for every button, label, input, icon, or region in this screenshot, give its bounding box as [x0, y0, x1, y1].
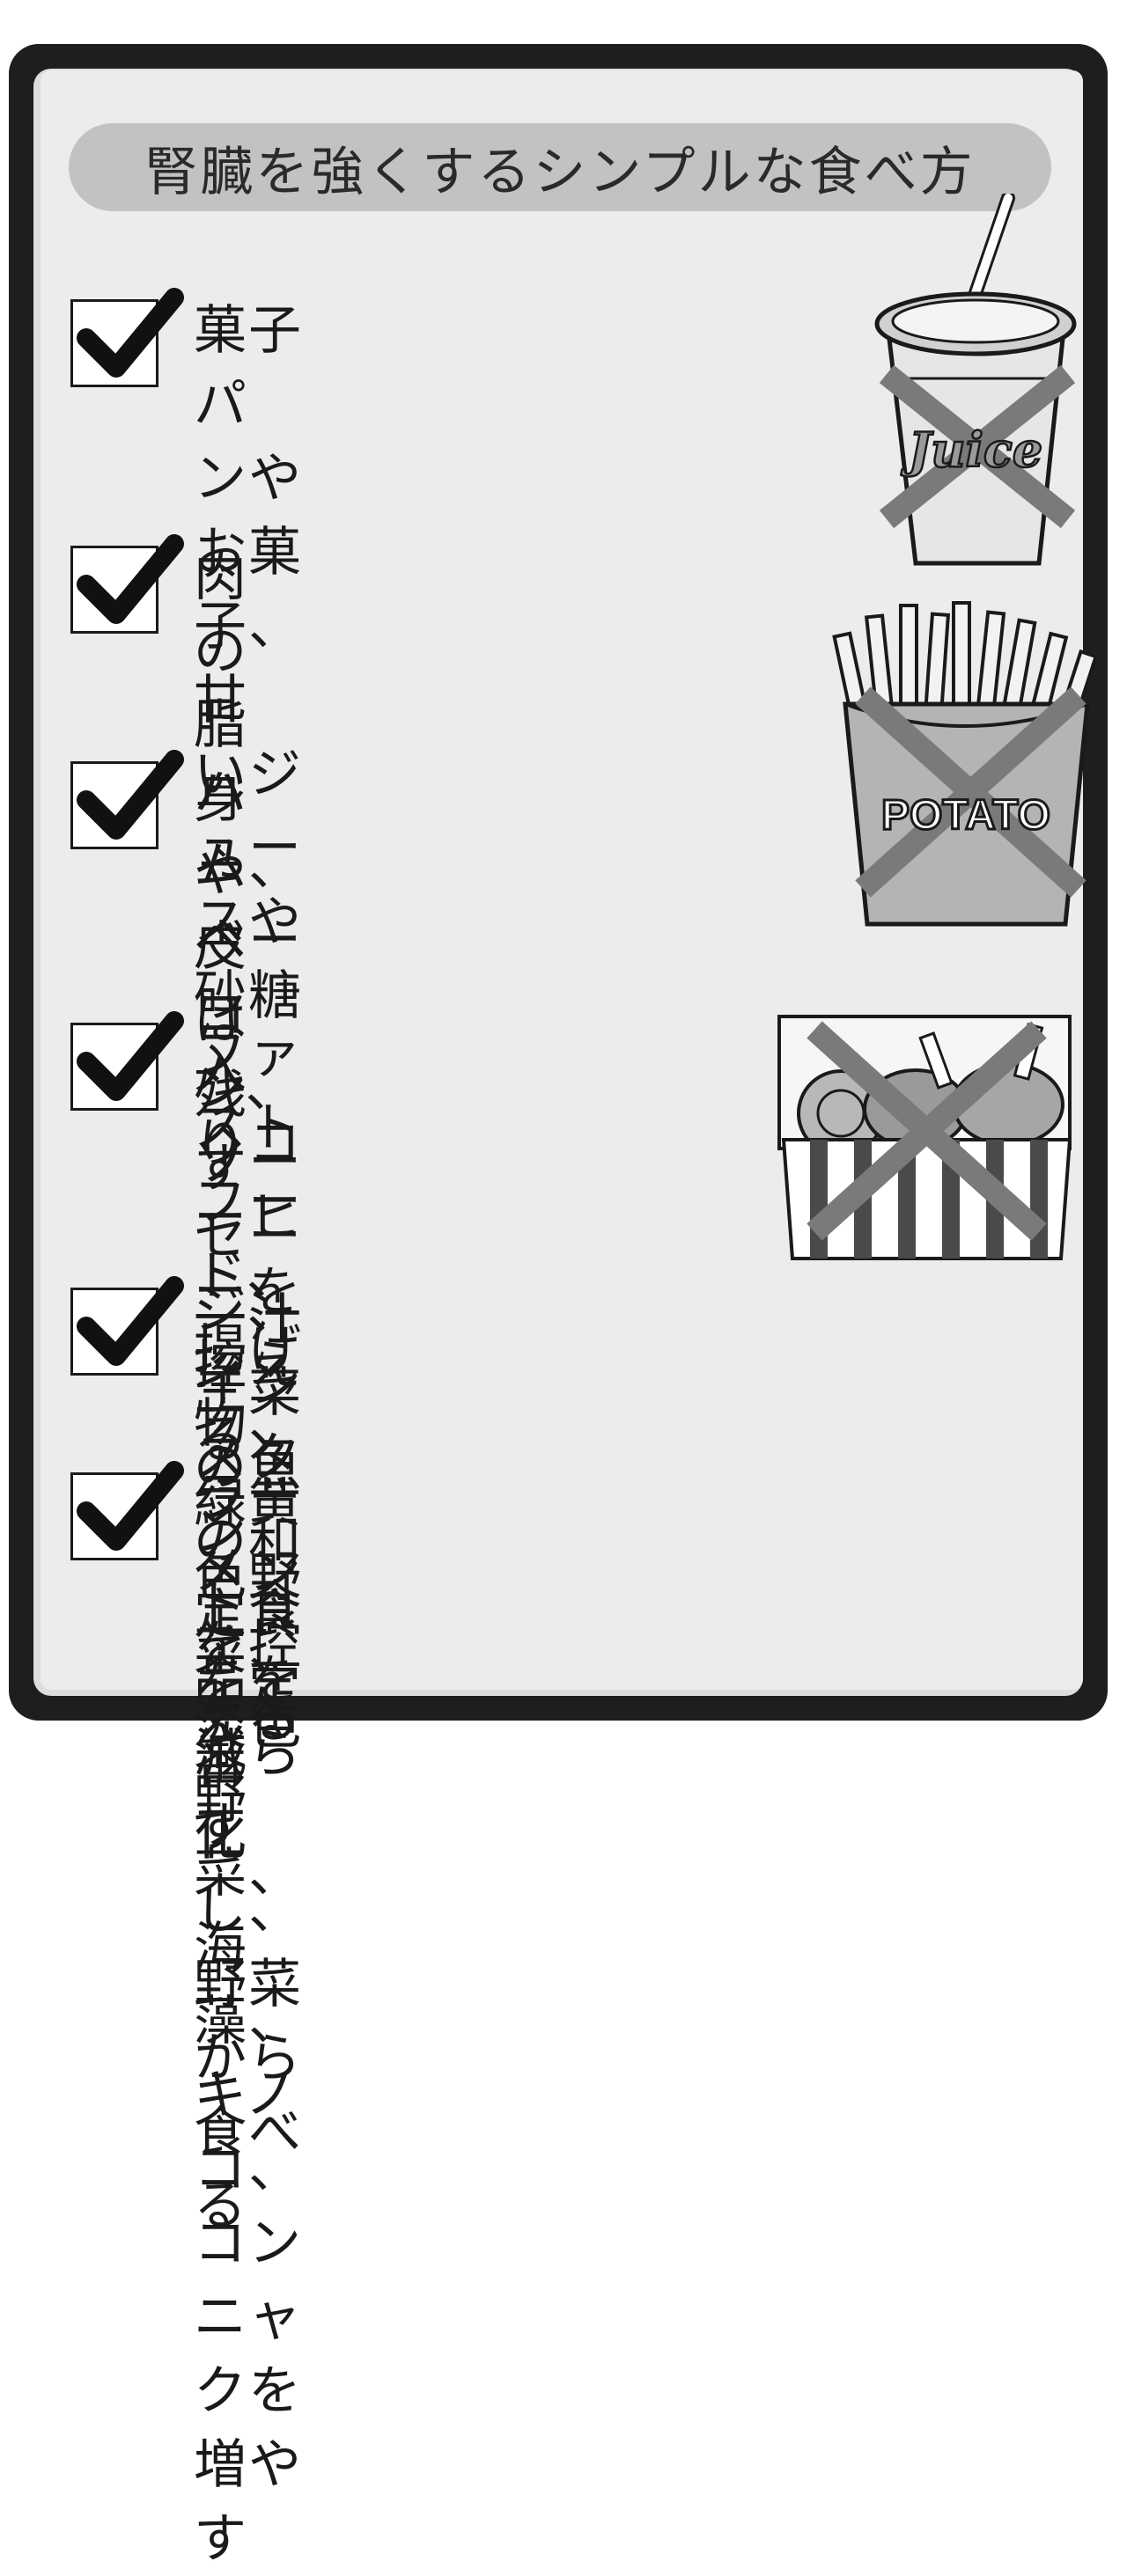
checkmark-icon: [77, 750, 184, 840]
cross-mark-icon: [807, 1021, 1047, 1241]
juice-label: Juice: [901, 422, 1043, 478]
cross-mark-icon: [879, 364, 1076, 529]
item-text: 緑黄色野菜、淡色野菜、海藻、 キノコ、コンニャクを増やす: [194, 1473, 303, 2570]
juice-cup-illustration: Juice: [874, 194, 1077, 566]
checkmark-icon: [77, 534, 184, 624]
checkmark-icon: [77, 1011, 184, 1101]
item-text: ファストフード、 揚げ物、ラーメン を控える: [194, 1024, 303, 1750]
checkmark-icon: [77, 288, 184, 378]
checkmark-icon: [77, 1276, 184, 1366]
potato-label: POTATO: [881, 792, 1050, 839]
cross-mark-icon: [855, 686, 1086, 898]
item-text: 肉の脂身や皮は残す: [194, 547, 248, 1200]
checkmark-icon: [77, 1461, 184, 1551]
item-text: 菓子パンやお菓子、甘 いジュースや砂糖入 りコーヒーを控える: [194, 300, 303, 1471]
page-title: 腎臓を強くするシンプルな食べ方: [69, 123, 1051, 211]
fries-illustration: POTATO: [832, 601, 1099, 927]
fried-chicken-illustration: [777, 1015, 1072, 1260]
